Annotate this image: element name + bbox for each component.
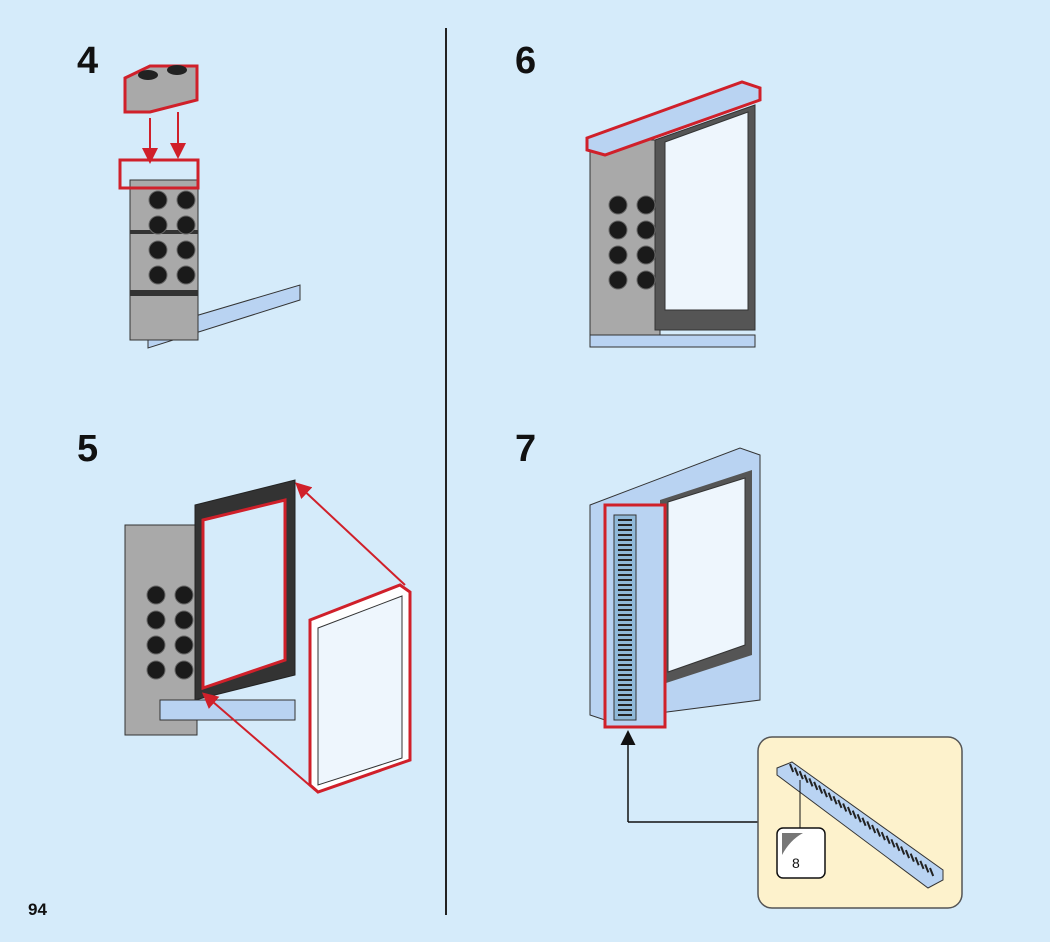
grille-slot [851, 810, 857, 819]
step-7-illustration [589, 447, 761, 823]
grille-slot [929, 867, 935, 877]
grille-slot [818, 785, 824, 794]
grille-slot [789, 763, 795, 773]
grille-slot [871, 824, 877, 834]
sticker-callout [757, 736, 963, 909]
stud [148, 190, 168, 210]
stud [608, 220, 628, 240]
added-tile [585, 80, 762, 157]
stud [148, 265, 168, 285]
sticker-number: 8 [792, 855, 800, 871]
grille-slot [832, 795, 838, 805]
grille-slot [919, 860, 925, 870]
grille-slot [866, 821, 872, 830]
stud [148, 240, 168, 260]
grille-slot [827, 792, 833, 802]
step-number: 5 [77, 428, 99, 470]
grille-slot [793, 767, 799, 776]
stud [176, 265, 196, 285]
stud [636, 195, 656, 215]
step-6-illustration [585, 80, 762, 348]
grille-slot [895, 842, 901, 852]
step-4-illustration [118, 64, 301, 349]
grille-slot [803, 774, 809, 784]
stud [148, 215, 168, 235]
grille-slot [924, 864, 930, 873]
stud [176, 215, 196, 235]
stud [608, 270, 628, 290]
step-number: 7 [515, 428, 537, 470]
grille-slot [822, 788, 828, 798]
stud [608, 195, 628, 215]
stud [636, 270, 656, 290]
step-number: 6 [515, 40, 537, 82]
stud [174, 635, 194, 655]
grille-slot [856, 813, 862, 823]
stud [146, 635, 166, 655]
stud [608, 245, 628, 265]
grille-slot [861, 817, 867, 827]
step-5-illustration [124, 479, 412, 794]
grille-slot [904, 849, 910, 859]
stud [146, 660, 166, 680]
stud [146, 610, 166, 630]
page-number: 94 [28, 900, 47, 919]
grille-slot [880, 831, 886, 841]
grille-slot [909, 853, 915, 863]
stud [636, 220, 656, 240]
stud [174, 660, 194, 680]
stud [174, 585, 194, 605]
grille-slot [813, 781, 819, 791]
grille-slot [885, 835, 891, 845]
added-brick [123, 64, 199, 114]
step-number: 4 [77, 40, 99, 82]
grille-slot [900, 846, 906, 855]
grille-slot [875, 828, 882, 837]
stud [176, 190, 196, 210]
grille-slot [890, 838, 896, 848]
grille-slot [808, 777, 814, 787]
grille-slot [837, 799, 843, 809]
stud [146, 585, 166, 605]
stud [636, 245, 656, 265]
grille-slot [798, 770, 804, 780]
stud [174, 610, 194, 630]
stud [176, 240, 196, 260]
grille-slot [914, 856, 920, 866]
grille-slot [847, 806, 853, 816]
grille-slot [842, 803, 848, 812]
